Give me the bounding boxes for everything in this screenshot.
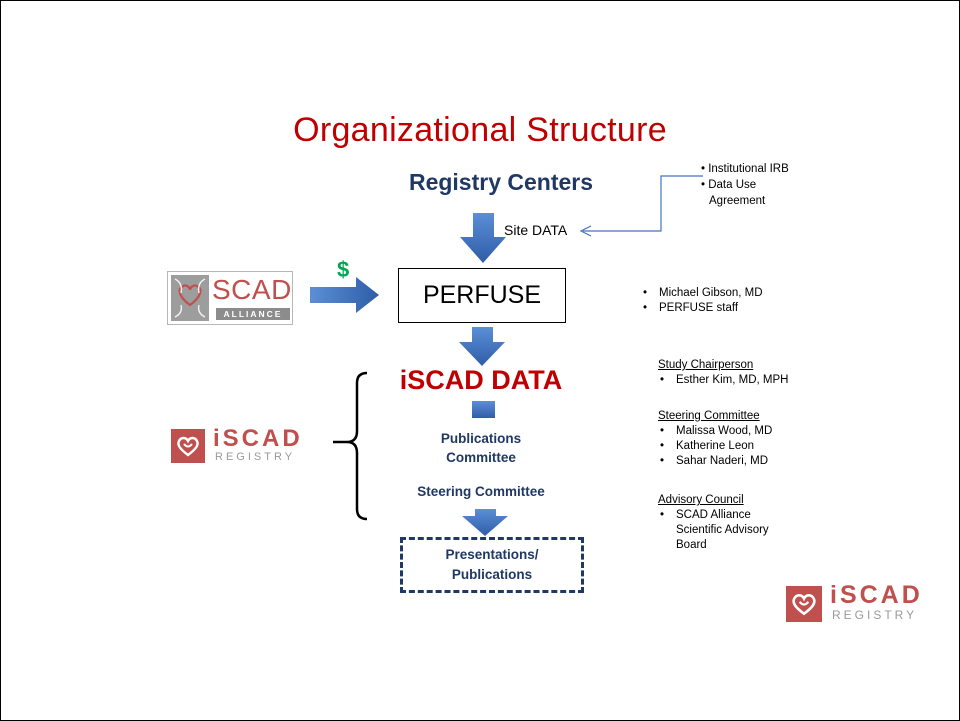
heart-icon (171, 429, 205, 463)
study-chairperson-section: Study Chairperson Esther Kim, MD, MPH (658, 358, 788, 388)
iscad-registry-logo-left: iSCAD REGISTRY (171, 425, 319, 465)
iscad-data-label: iSCAD DATA (399, 365, 563, 395)
connector-square (472, 401, 495, 418)
presentations-publications-box: Presentations/ Publications (400, 537, 584, 593)
steering-committee-heading: Steering Committee (658, 410, 760, 422)
publications-line: Publications (451, 567, 533, 582)
iscad-logo-word: iSCAD (213, 425, 303, 452)
heart-icon (786, 586, 822, 622)
advisory-council-member: SCAD Alliance (658, 508, 769, 523)
irb-connector-line (583, 175, 703, 232)
study-chairperson-member: Esther Kim, MD, MPH (658, 373, 788, 388)
page-title: Organizational Structure (293, 111, 667, 149)
arrow-right-to-perfuse (310, 277, 379, 313)
registry-centers-label: Registry Centers (408, 169, 594, 195)
steering-committee-member: Katherine Leon (658, 439, 772, 454)
committee-bracket (333, 371, 368, 521)
irb-item: • Data Use (701, 179, 757, 191)
irb-item: • Institutional IRB (701, 163, 789, 175)
registry-logo-word: REGISTRY (832, 608, 918, 622)
alliance-logo-word: ALLIANCE (216, 308, 290, 320)
scad-alliance-logo: SCAD ALLIANCE (167, 271, 293, 325)
presentations-line: Presentations/ (445, 547, 539, 562)
arrow-down-to-perfuse (460, 213, 506, 263)
iscad-logo-word: iSCAD (830, 581, 923, 609)
steering-committee-section: Steering Committee Malissa Wood, MD Kath… (658, 409, 772, 469)
advisory-council-section: Advisory Council SCAD Alliance Scientifi… (658, 493, 769, 553)
quilt-heart-icon (171, 275, 209, 321)
advisory-council-member-continued: Scientific Advisory (676, 524, 769, 536)
iscad-registry-logo-corner: iSCAD REGISTRY (786, 581, 946, 625)
publications-committee-label: Publications Committee (440, 431, 522, 465)
site-data-label: Site DATA (504, 222, 568, 238)
steering-committee-center-label: Steering Committee (417, 484, 545, 499)
funding-dollar-sign: $ (337, 257, 350, 282)
arrow-down-to-iscad-data (459, 327, 505, 366)
perfuse-person: PERFUSE staff (641, 301, 763, 316)
perfuse-box: PERFUSE (398, 268, 566, 323)
perfuse-label: PERFUSE (422, 281, 542, 309)
steering-committee-member: Sahar Naderi, MD (658, 454, 772, 469)
perfuse-person: Michael Gibson, MD (641, 286, 763, 301)
advisory-council-heading: Advisory Council (658, 494, 744, 506)
steering-committee-member: Malissa Wood, MD (658, 424, 772, 439)
irb-item: Agreement (709, 195, 766, 207)
advisory-council-member-continued: Board (676, 539, 707, 551)
arrow-down-to-presentations (462, 509, 508, 536)
irb-requirements-list: • Institutional IRB • Data Use Agreement (701, 161, 789, 209)
perfuse-people-list: Michael Gibson, MD PERFUSE staff (641, 286, 763, 316)
irb-connector-arrowhead (579, 225, 592, 237)
scad-logo-word: SCAD (212, 274, 292, 305)
study-chairperson-heading: Study Chairperson (658, 359, 754, 371)
registry-logo-word: REGISTRY (215, 451, 296, 463)
